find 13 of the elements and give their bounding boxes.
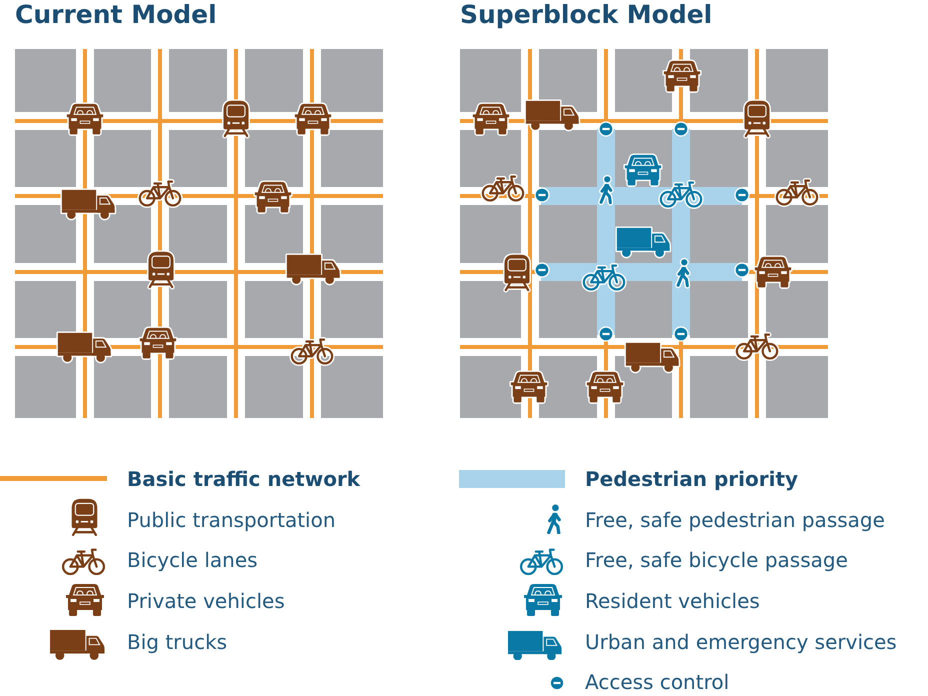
- legend-label: Pedestrian priority: [585, 466, 798, 492]
- legend-label: Urban and emergency services: [585, 629, 897, 655]
- legend-label: Bicycle lanes: [127, 547, 258, 573]
- legend-label: Resident vehicles: [585, 588, 760, 614]
- legend-label: Big trucks: [127, 629, 228, 655]
- legend-label: Private vehicles: [127, 588, 285, 614]
- map-heading: Current Model: [15, 0, 217, 30]
- map-heading: Superblock Model: [460, 0, 712, 30]
- legend-label: Free, safe pedestrian passage: [585, 507, 885, 533]
- legend-label: Free, safe bicycle passage: [585, 547, 848, 573]
- legend-label: Basic traffic network: [127, 466, 360, 492]
- legend-label: Access control: [585, 669, 730, 695]
- legend-label: Public transportation: [127, 507, 336, 533]
